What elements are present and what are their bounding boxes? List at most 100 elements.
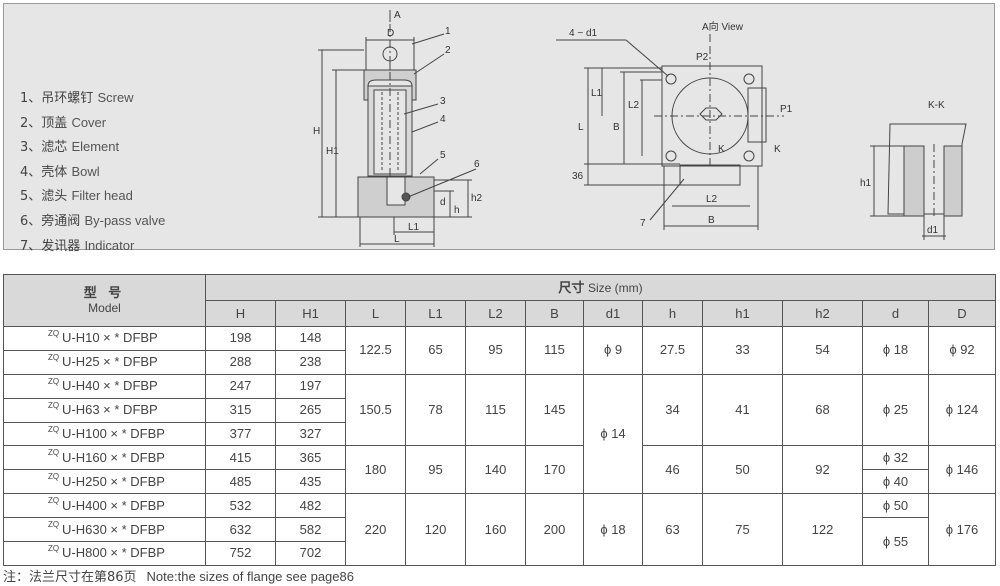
model-prefix: ZQ [48, 448, 60, 458]
cell-h1-value: 702 [275, 541, 346, 566]
cell-h2: 54 [782, 326, 863, 375]
label-hole: 4 − d1 [569, 28, 598, 39]
cell-b: 200 [525, 493, 584, 566]
label-D: D [387, 28, 394, 39]
model-name: U-H40 × * DFBP [62, 378, 158, 394]
model-name: U-H250 × * DFBP [62, 473, 165, 489]
legend-en: By-pass valve [84, 212, 166, 228]
model-prefix: ZQ [48, 544, 60, 554]
legend-item: 4、壳体 Bowl [20, 160, 165, 185]
cell-D: ϕ 176 [928, 493, 996, 566]
column-header-d: d [862, 300, 929, 327]
cell-h-value: 377 [205, 421, 276, 447]
top-view [556, 34, 784, 230]
label-L: L [578, 122, 584, 133]
cell-l1: 65 [405, 326, 466, 375]
legend-en: Cover [71, 114, 107, 130]
model-prefix: ZQ [48, 376, 60, 386]
cell-h-small: 27.5 [642, 326, 703, 375]
cell-h1-small: 50 [702, 445, 783, 495]
model-header-en: Model [88, 301, 121, 315]
model-prefix: ZQ [48, 520, 60, 530]
cell-d: ϕ 40 [862, 469, 929, 495]
label-K: K [718, 144, 725, 155]
model-prefix: ZQ [48, 400, 60, 410]
label-L1: L1 [408, 222, 420, 233]
legend-en: Filter head [71, 188, 133, 204]
legend-item: 6、旁通阀 By-pass valve [20, 209, 165, 234]
cell-h-value: 198 [205, 326, 276, 351]
cell-D: ϕ 92 [928, 326, 996, 375]
label-view: A向 View [702, 20, 744, 33]
model-name: U-H800 × * DFBP [62, 545, 165, 561]
size-header-cn: 尺寸 [558, 279, 585, 295]
cell-h1-value: 482 [275, 493, 346, 519]
cell-h-small: 34 [642, 373, 703, 447]
legend-en: Bowl [71, 163, 100, 179]
cell-b: 170 [525, 445, 584, 495]
cell-h2: 92 [782, 445, 863, 495]
column-header-b: B [525, 300, 584, 327]
legend-number: 3、 [20, 140, 42, 156]
column-header-h1: h1 [702, 300, 783, 327]
column-header-l: L [345, 300, 406, 327]
cell-d1: ϕ 18 [583, 493, 643, 566]
label-H: H [313, 126, 320, 137]
cell-h2: 68 [782, 373, 863, 447]
legend-number: 2、 [20, 115, 42, 131]
model-name: U-H25 × * DFBP [62, 354, 158, 370]
cell-l: 122.5 [345, 326, 406, 375]
column-header-h1: H1 [275, 300, 346, 327]
label-K-right: K [774, 144, 781, 155]
cell-h-value: 632 [205, 517, 276, 543]
label-part-7: 7 [640, 218, 646, 229]
cell-l1: 78 [405, 373, 466, 447]
legend-item: 5、滤头 Filter head [20, 184, 165, 209]
section-kk-view [870, 123, 967, 240]
cell-h1-value: 197 [275, 373, 346, 399]
side-view-labels: A D H H1 L L1 d h h2 1 2 3 4 5 6 [313, 10, 483, 245]
legend-en: Indicator [84, 237, 135, 253]
legend-cn: 滤头 [41, 189, 68, 205]
cell-D: ϕ 124 [928, 373, 996, 447]
cell-b: 115 [525, 326, 584, 375]
model-name: U-H160 × * DFBP [62, 449, 165, 465]
cell-d: ϕ 32 [862, 445, 929, 471]
cell-l: 180 [345, 445, 406, 495]
label-part-6: 6 [474, 159, 480, 170]
legend-cn: 顶盖 [41, 115, 68, 131]
label-L2-bottom: L2 [706, 194, 718, 205]
label-L: L [394, 234, 400, 245]
cell-l: 220 [345, 493, 406, 566]
column-header-l1: L1 [405, 300, 466, 327]
cell-h-value: 752 [205, 541, 276, 566]
cell-h-value: 247 [205, 373, 276, 399]
legend-number: 1、 [20, 91, 42, 106]
cell-d1: ϕ 9 [583, 326, 643, 375]
column-header-h2: h2 [782, 300, 863, 327]
legend-item: 7、发讯器 Indicator [20, 234, 165, 259]
legend-cn: 旁通阀 [41, 213, 81, 229]
label-B-bottom: B [708, 215, 715, 226]
size-header: 尺寸 Size (mm) [205, 274, 996, 301]
label-part-5: 5 [440, 150, 446, 161]
cell-h1-value: 582 [275, 517, 346, 543]
column-header-h: h [642, 300, 703, 327]
label-d: d [440, 197, 446, 208]
column-header-h: H [205, 300, 276, 327]
label-A: A [394, 10, 401, 21]
model-name: U-H630 × * DFBP [62, 521, 165, 537]
legend-cn: 吊环螺钉 [41, 91, 94, 106]
